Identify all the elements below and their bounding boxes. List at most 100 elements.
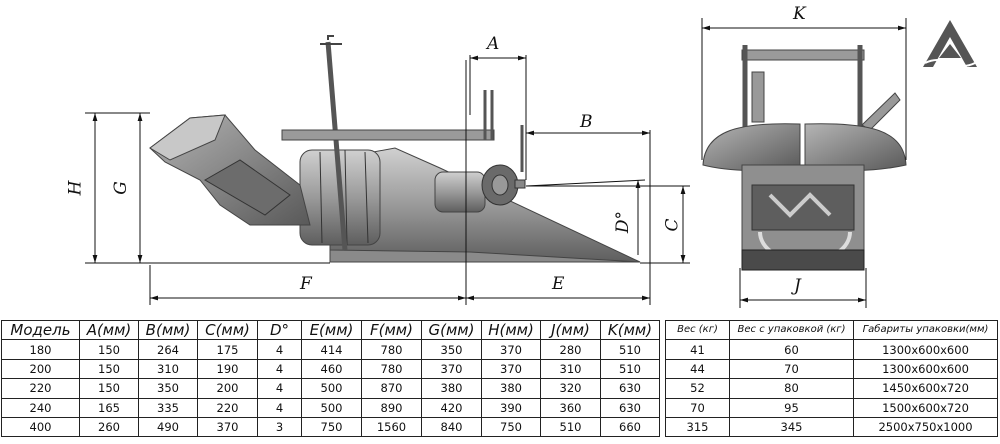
front-dimensions bbox=[701, 18, 907, 308]
table-cell: 400 bbox=[1, 416, 80, 438]
table-cell: 260 bbox=[79, 416, 139, 438]
table-cell: 240 bbox=[1, 397, 80, 418]
packaging-table: Вес (кг) Вес с упаковкой (кг) Габариты у… bbox=[665, 319, 998, 438]
table-cell: 175 bbox=[197, 339, 258, 360]
table-cell: 41 bbox=[665, 339, 730, 360]
table-cell: 350 bbox=[138, 378, 198, 399]
table-cell: 370 bbox=[481, 339, 541, 360]
spec-header: A(мм) bbox=[79, 319, 139, 341]
pack-header: Вес с упаковкой (кг) bbox=[729, 319, 854, 341]
handle-bar bbox=[281, 129, 495, 141]
spec-header: E(мм) bbox=[301, 319, 362, 341]
pack-header-row: Вес (кг) Вес с упаковкой (кг) Габариты у… bbox=[665, 319, 998, 341]
table-cell: 345 bbox=[729, 416, 854, 438]
table-cell: 1450x600x720 bbox=[853, 378, 998, 399]
table-cell: 630 bbox=[600, 378, 660, 399]
side-view bbox=[149, 35, 641, 263]
table-cell: 840 bbox=[421, 416, 482, 438]
label-j: J bbox=[794, 276, 801, 296]
table-cell: 150 bbox=[79, 339, 139, 360]
gearbox bbox=[434, 171, 486, 213]
table-cell: 190 bbox=[197, 358, 258, 380]
left-bowl bbox=[702, 123, 801, 172]
table-cell: 280 bbox=[540, 339, 601, 360]
table-cell: 370 bbox=[481, 358, 541, 380]
spec-header: B(мм) bbox=[138, 319, 198, 341]
spec-header: C(мм) bbox=[197, 319, 258, 341]
label-k: K bbox=[793, 4, 806, 24]
label-a: A bbox=[487, 34, 500, 54]
table-cell: 370 bbox=[197, 416, 258, 438]
table-cell: 380 bbox=[481, 378, 541, 399]
spec-header: D° bbox=[257, 319, 302, 341]
table-cell: 60 bbox=[729, 339, 854, 360]
spec-header: F(мм) bbox=[361, 319, 422, 341]
table-cell: 780 bbox=[361, 358, 422, 380]
table-cell: 44 bbox=[665, 358, 730, 380]
table-cell: 3 bbox=[257, 416, 302, 438]
table-cell: 150 bbox=[79, 378, 139, 399]
table-cell: 70 bbox=[729, 358, 854, 380]
table-cell: 335 bbox=[138, 397, 198, 418]
table-cell: 500 bbox=[301, 397, 362, 418]
spec-header-row: Модель A(мм) B(мм) C(мм) D° E(мм) F(мм) … bbox=[1, 319, 660, 341]
table-cell: 750 bbox=[301, 416, 362, 438]
table-cell: 200 bbox=[197, 378, 258, 399]
spec-header: J(мм) bbox=[540, 319, 601, 341]
table-cell: 370 bbox=[421, 358, 482, 380]
adjust-rod bbox=[325, 41, 348, 251]
table-cell: 95 bbox=[729, 397, 854, 418]
front-view bbox=[702, 45, 907, 271]
label-e: E bbox=[552, 274, 565, 294]
label-h: H bbox=[65, 180, 86, 196]
table-cell: 220 bbox=[197, 397, 258, 418]
table-cell: 200 bbox=[1, 358, 80, 380]
table-cell: 70 bbox=[665, 397, 730, 418]
table-cell: 420 bbox=[421, 397, 482, 418]
table-cell: 2500x750x1000 bbox=[853, 416, 998, 438]
table-cell: 4 bbox=[257, 339, 302, 360]
spec-header: K(мм) bbox=[600, 319, 660, 341]
table-cell: 510 bbox=[600, 358, 660, 380]
table-cell: 380 bbox=[421, 378, 482, 399]
table-cell: 360 bbox=[540, 397, 601, 418]
table-cell: 320 bbox=[540, 378, 601, 399]
label-b: B bbox=[580, 112, 593, 132]
right-bowl bbox=[804, 123, 907, 172]
pack-header: Вес (кг) bbox=[665, 319, 730, 341]
table-cell: 500 bbox=[301, 378, 362, 399]
label-c: C bbox=[662, 218, 683, 232]
table-cell: 1500x600x720 bbox=[853, 397, 998, 418]
side-dimensions bbox=[85, 55, 690, 305]
spec-header: G(мм) bbox=[421, 319, 482, 341]
mountain-logo-icon bbox=[923, 20, 977, 67]
table-cell: 630 bbox=[600, 397, 660, 418]
table-cell: 660 bbox=[600, 416, 660, 438]
table-cell: 220 bbox=[1, 378, 80, 399]
spec-header: Модель bbox=[1, 319, 80, 341]
table-cell: 264 bbox=[138, 339, 198, 360]
label-d: D° bbox=[613, 210, 634, 234]
technical-drawing bbox=[85, 18, 977, 308]
spec-table: Модель A(мм) B(мм) C(мм) D° E(мм) F(мм) … bbox=[1, 319, 660, 438]
table-cell: 780 bbox=[361, 339, 422, 360]
spec-header: H(мм) bbox=[481, 319, 541, 341]
table-cell: 1300x600x600 bbox=[853, 339, 998, 360]
table-cell: 150 bbox=[79, 358, 139, 380]
table-cell: 1560 bbox=[361, 416, 422, 438]
table-cell: 390 bbox=[481, 397, 541, 418]
label-f: F bbox=[300, 274, 312, 294]
table-cell: 310 bbox=[138, 358, 198, 380]
table-cell: 510 bbox=[540, 416, 601, 438]
table-cell: 414 bbox=[301, 339, 362, 360]
table-cell: 750 bbox=[481, 416, 541, 438]
